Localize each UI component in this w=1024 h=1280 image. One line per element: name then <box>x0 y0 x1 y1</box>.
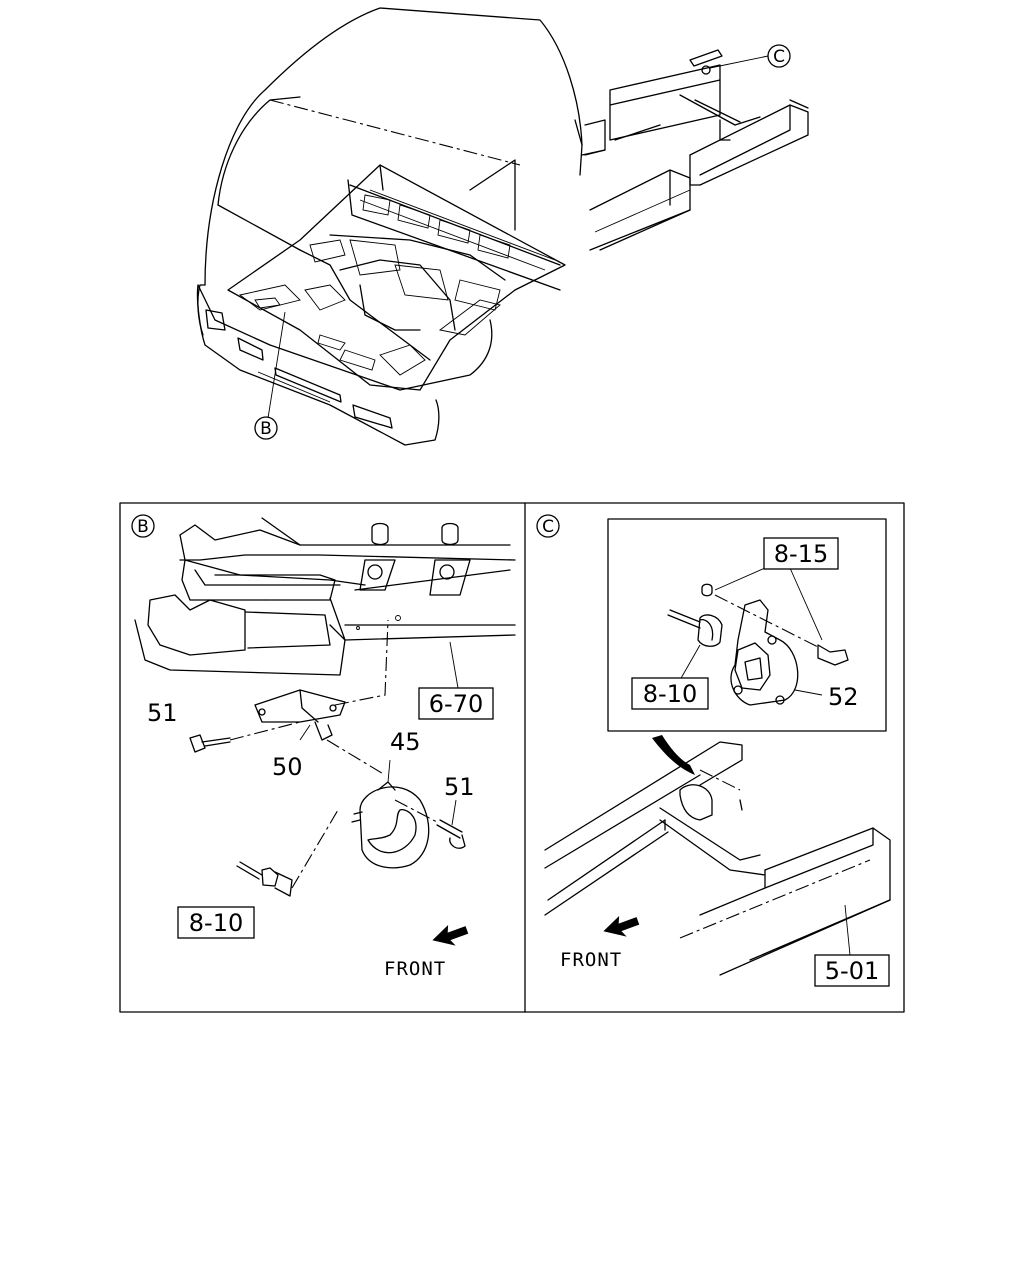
front-label-c: FRONT <box>560 949 622 971</box>
front-arrow-icon-c <box>603 915 640 937</box>
ref-5-01: 5-01 <box>825 957 879 985</box>
callout-c: C <box>767 44 791 68</box>
pointer-arrow-icon <box>652 735 695 775</box>
panel-c-labels: 8-15 8-10 5-01 52 FRONT <box>560 537 890 987</box>
panel-b-id: B <box>137 517 149 537</box>
ref-box-6-70 <box>418 687 494 720</box>
ref-box-8-10-b <box>177 906 255 939</box>
part-52: 52 <box>828 683 859 711</box>
ref-box-5-01 <box>814 954 890 987</box>
front-label-b: FRONT <box>384 958 446 980</box>
ref-box-8-15 <box>763 537 839 570</box>
callout-b-text: B <box>260 419 272 439</box>
ref-6-70: 6-70 <box>429 690 483 718</box>
part-51-left: 51 <box>147 699 178 727</box>
front-arrow-icon-b <box>432 924 469 946</box>
panel-b-labels: 6-70 8-10 51 50 45 51 FRONT <box>147 687 494 980</box>
panel-b: B <box>131 514 516 897</box>
ref-8-10-b: 8-10 <box>189 909 243 937</box>
ref-box-8-10-c <box>631 677 709 710</box>
part-50: 50 <box>272 753 303 781</box>
cab-overview <box>196 7 809 446</box>
ref-8-10-c: 8-10 <box>643 680 697 708</box>
inset-frame <box>607 518 887 732</box>
panel-c-id: C <box>542 517 554 537</box>
part-45: 45 <box>390 728 421 756</box>
panel-c: C <box>536 514 891 976</box>
detail-frame <box>119 502 905 1013</box>
part-51-right: 51 <box>444 773 475 801</box>
callout-c-text: C <box>773 47 785 67</box>
ref-8-15: 8-15 <box>774 540 828 568</box>
callout-b: B <box>254 416 278 440</box>
